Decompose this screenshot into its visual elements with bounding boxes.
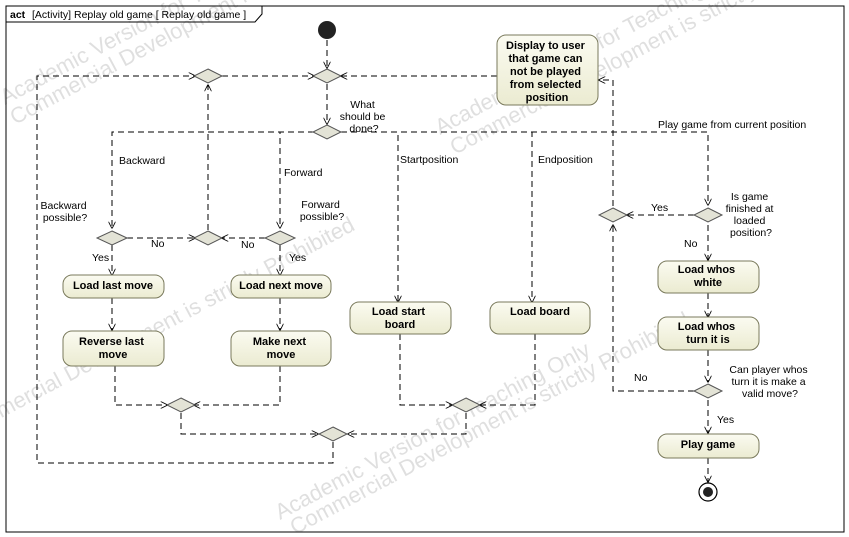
action-load-start-board-label: Load start board bbox=[372, 306, 428, 331]
label-can-player-move: Can player whos turn it is make a valid … bbox=[729, 364, 810, 400]
merge-node-top bbox=[311, 68, 343, 84]
action-load-whos-white-label: Load whos white bbox=[678, 264, 739, 289]
watermark-text-6: Commercial Development is strictly Prohi… bbox=[286, 307, 694, 537]
label-backward-possible: Backward possible? bbox=[40, 200, 89, 224]
action-play-game-label: Play game bbox=[681, 439, 735, 451]
label-endposition: Endposition bbox=[538, 154, 593, 166]
action-load-board: Load board bbox=[489, 301, 591, 335]
merge-node-top-left bbox=[192, 68, 224, 84]
final-node bbox=[698, 482, 718, 502]
label-forward: Forward bbox=[284, 167, 323, 179]
action-reverse-last-move-label: Reverse last move bbox=[79, 336, 147, 361]
merge-node-bottom bbox=[317, 426, 349, 442]
action-load-last-move: Load last move bbox=[62, 274, 165, 299]
label-no-valid-move: No bbox=[634, 372, 648, 384]
label-yes-finished: Yes bbox=[651, 202, 668, 214]
label-forward-possible: Forward possible? bbox=[300, 199, 345, 223]
action-display-user: Display to user that game can not be pla… bbox=[496, 34, 599, 106]
label-startposition: Startposition bbox=[400, 154, 459, 166]
label-no-backward: No bbox=[151, 238, 165, 250]
merge-node-middle bbox=[192, 230, 224, 246]
label-play-from-current: Play game from current position bbox=[658, 119, 806, 131]
label-what-should-be-done: What should be done? bbox=[340, 99, 388, 135]
action-make-next-move: Make next move bbox=[230, 330, 332, 367]
action-nodes: Display to user that game can not be pla… bbox=[62, 34, 760, 459]
action-reverse-last-move: Reverse last move bbox=[62, 330, 165, 367]
merge-node-left-bottom bbox=[165, 397, 197, 413]
decision-node-finished bbox=[692, 207, 724, 223]
decision-node-forward bbox=[263, 230, 297, 246]
decision-node-what bbox=[311, 124, 343, 140]
action-load-whos-turn-label: Load whos turn it is bbox=[678, 321, 739, 346]
action-load-whos-white: Load whos white bbox=[657, 260, 760, 294]
control-flows bbox=[36, 40, 708, 482]
decision-merge-nodes bbox=[95, 68, 724, 442]
action-load-board-label: Load board bbox=[510, 306, 570, 318]
decision-node-valid-move bbox=[692, 383, 724, 399]
label-yes-forward: Yes bbox=[289, 252, 306, 264]
action-load-start-board: Load start board bbox=[349, 301, 452, 335]
action-load-next-move-label: Load next move bbox=[239, 280, 323, 292]
initial-node bbox=[318, 21, 336, 39]
label-no-forward: No bbox=[241, 239, 255, 251]
label-yes-valid-move: Yes bbox=[717, 414, 734, 426]
frame-title: [Activity] Replay old game [ Replay old … bbox=[32, 9, 246, 21]
action-load-next-move: Load next move bbox=[230, 274, 332, 299]
edge-labels: What should be done? Play game from curr… bbox=[40, 99, 810, 426]
action-make-next-move-label: Make next move bbox=[253, 336, 309, 361]
label-no-finished: No bbox=[684, 238, 698, 250]
merge-node-right bbox=[597, 207, 629, 223]
action-load-last-move-label: Load last move bbox=[73, 280, 153, 292]
frame-keyword: act bbox=[10, 9, 26, 21]
action-display-user-label: Display to user that game can not be pla… bbox=[506, 40, 588, 104]
action-play-game: Play game bbox=[657, 433, 760, 459]
action-load-whos-turn: Load whos turn it is bbox=[657, 316, 760, 351]
label-backward: Backward bbox=[119, 155, 165, 167]
label-yes-backward: Yes bbox=[92, 252, 109, 264]
label-is-game-finished: Is game finished at loaded position? bbox=[726, 191, 777, 239]
decision-node-backward bbox=[95, 230, 129, 246]
activity-frame: act [Activity] Replay old game [ Replay … bbox=[5, 5, 845, 533]
merge-node-right-bottom bbox=[450, 397, 482, 413]
